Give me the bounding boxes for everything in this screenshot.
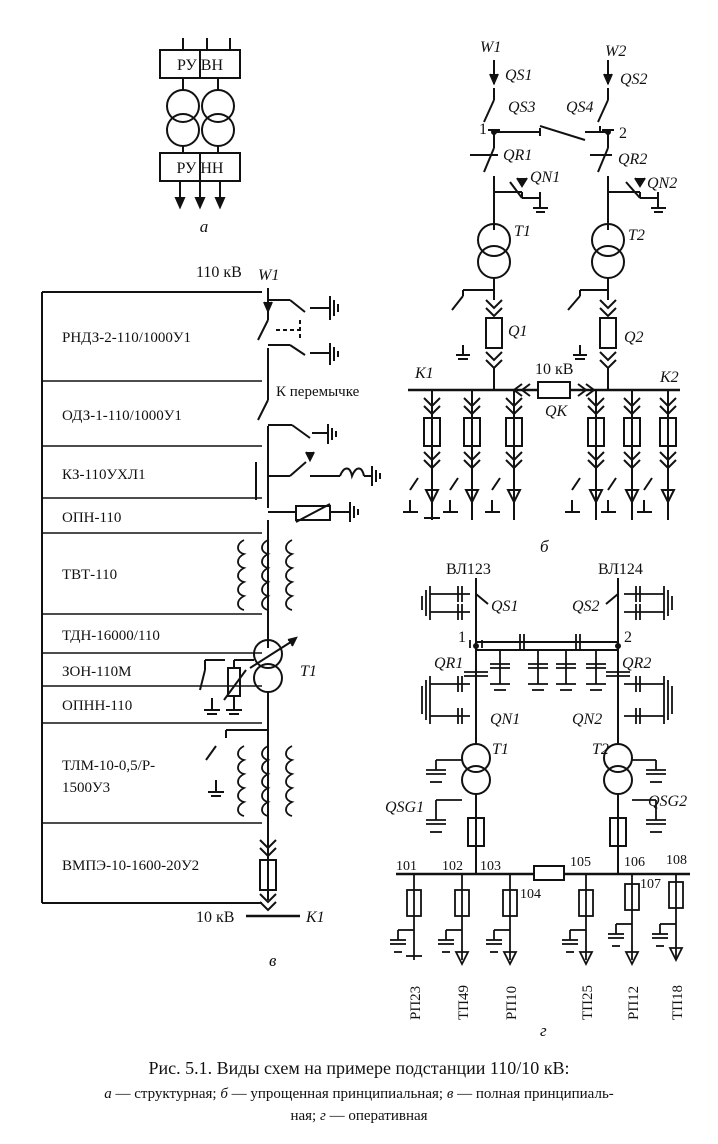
legend-letter-b: б [220, 1086, 228, 1102]
k1-label: K1 [414, 365, 434, 382]
qn1-label: QN1 [530, 169, 560, 186]
feeder-tp49: ТП49 [456, 985, 472, 1020]
equipment-zon: ЗОН-110М [62, 664, 131, 680]
equipment-vmpe: ВМПЭ-10-1600-20У2 [62, 858, 199, 874]
w1-label: W1 [480, 39, 501, 56]
t2-label: T2 [628, 227, 645, 244]
v-k1-label: K1 [305, 909, 325, 926]
qr1-label: QR1 [503, 147, 532, 164]
caption-legend-line1: а — структурная; б — упрощенная принципи… [0, 1086, 718, 1103]
hv-voltage-label: 110 кВ [196, 264, 242, 281]
w2-label: W2 [605, 43, 626, 60]
legend-text-b: — упрощенная принципиальная; [227, 1086, 447, 1102]
ru-nn-label: РУ НН [177, 160, 224, 177]
node-107: 107 [640, 877, 661, 892]
q1-label: Q1 [508, 323, 528, 340]
qsg1-label: QSG1 [385, 799, 424, 816]
legend-text-v: — полная принципиаль- [453, 1086, 614, 1102]
qs3-label: QS3 [508, 99, 536, 116]
panel-b-simplified [403, 60, 680, 520]
legend-text-a: — структурная; [111, 1086, 221, 1102]
legend-letter-a: а [104, 1086, 112, 1102]
node-106: 106 [624, 855, 645, 870]
legend-letter-v: в [446, 1086, 454, 1102]
node-103: 103 [480, 859, 501, 874]
node-108: 108 [666, 853, 687, 868]
bus-voltage-label: 10 кВ [535, 361, 573, 378]
feeder-rp10: РП10 [504, 986, 520, 1020]
feeder-tp25: ТП25 [580, 985, 596, 1020]
g-qs2-label: QS2 [572, 598, 600, 615]
equipment-tdn: ТДН-16000/110 [62, 628, 160, 644]
figure-caption: Рис. 5.1. Виды схем на примере подстанци… [148, 1058, 570, 1078]
t1-label: T1 [514, 223, 531, 240]
g-qs1-label: QS1 [491, 598, 519, 615]
g-t1-label: T1 [492, 741, 509, 758]
v-t1-label: T1 [300, 663, 317, 680]
g-t2-label: T2 [592, 741, 609, 758]
panel-a-structural [159, 38, 241, 210]
ru-vn-label: РУ ВН [177, 57, 224, 74]
g-qn1-label: QN1 [490, 711, 520, 728]
equipment-opnn: ОПНН-110 [62, 698, 132, 714]
equipment-tlm-line2: 1500У3 [62, 780, 110, 796]
panel-v-full [41, 288, 381, 918]
node-1-label: 1 [479, 121, 487, 138]
panel-g-letter: г [540, 1021, 547, 1040]
q2-label: Q2 [624, 329, 644, 346]
vl124-label: ВЛ124 [598, 561, 643, 578]
qsg2-label: QSG2 [648, 793, 687, 810]
equipment-rndz: РНДЗ-2-110/1000У1 [62, 330, 191, 346]
g-qr1-label: QR1 [434, 655, 463, 672]
panel-g-operational [390, 578, 690, 967]
equipment-tvt: ТВТ-110 [62, 567, 117, 583]
g-node-2-label: 2 [624, 629, 632, 646]
node-104: 104 [520, 887, 541, 902]
legend-letter-g: г [319, 1108, 326, 1124]
feeder-tp18: ТП18 [670, 985, 686, 1020]
g-node-1-label: 1 [458, 629, 466, 646]
panel-a-letter: а [200, 217, 209, 236]
vl123-label: ВЛ123 [446, 561, 491, 578]
feeder-rp12: РП12 [626, 986, 642, 1020]
qs4-label: QS4 [566, 99, 594, 116]
v-w1-label: W1 [258, 267, 279, 284]
qn2-label: QN2 [647, 175, 677, 192]
qr2-label: QR2 [618, 151, 647, 168]
caption-legend-line2: ная; г — оперативная [0, 1108, 718, 1125]
lv-voltage-label: 10 кВ [196, 909, 234, 926]
equipment-tlm-line1: ТЛМ-10-0,5/Р- [62, 758, 155, 774]
jumper-label: К перемычке [276, 384, 360, 400]
equipment-kz: КЗ-110УХЛ1 [62, 467, 146, 483]
g-qr2-label: QR2 [622, 655, 651, 672]
qk-label: QK [545, 403, 569, 420]
qs2-label: QS2 [620, 71, 648, 88]
node-101: 101 [396, 859, 417, 874]
k2-label: K2 [659, 369, 679, 386]
equipment-odz: ОДЗ-1-110/1000У1 [62, 408, 182, 424]
feeder-rp23: РП23 [408, 986, 424, 1020]
g-qn2-label: QN2 [572, 711, 602, 728]
legend-text-v-cont: ная; [290, 1108, 320, 1124]
legend-text-g: — оперативная [325, 1108, 428, 1124]
node-102: 102 [442, 859, 463, 874]
panel-v-letter: в [269, 951, 277, 970]
panel-b-letter: б [540, 537, 549, 556]
node-2-label: 2 [619, 125, 627, 142]
equipment-opn: ОПН-110 [62, 510, 121, 526]
node-105: 105 [570, 855, 591, 870]
qs1-label: QS1 [505, 67, 533, 84]
